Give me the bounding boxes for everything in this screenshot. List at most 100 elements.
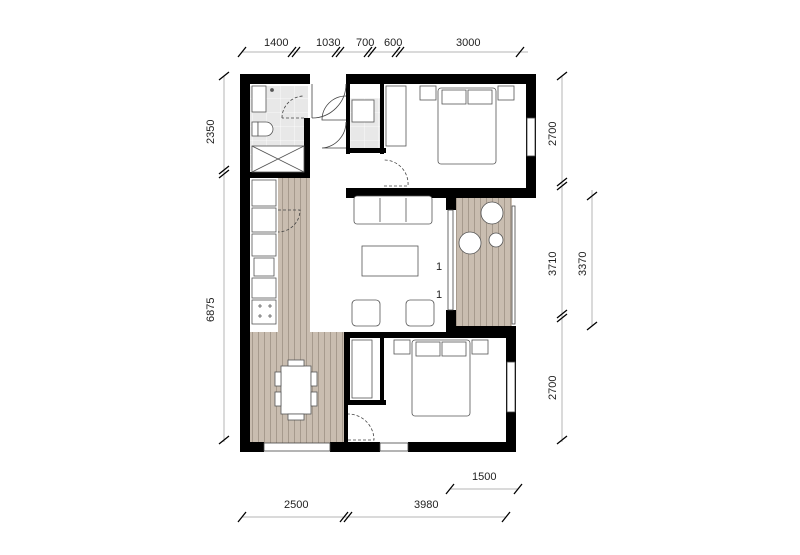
dim-top-1030: 1030 xyxy=(316,37,340,49)
dim-top-3000: 3000 xyxy=(456,37,480,49)
living-furniture xyxy=(351,195,435,327)
dining-chair xyxy=(287,413,305,421)
counter xyxy=(251,277,277,299)
dim-top-600: 600 xyxy=(384,37,402,49)
balcony-chair xyxy=(458,231,482,255)
nightstand xyxy=(497,85,515,101)
wall-living-right-bottom xyxy=(446,310,456,332)
fridge xyxy=(251,179,277,207)
armchair xyxy=(405,299,435,327)
dining-set xyxy=(274,359,318,421)
kitchen-fixtures xyxy=(251,179,277,325)
wall-laundry-bottom xyxy=(346,148,386,153)
washbasin xyxy=(251,85,267,113)
pillow xyxy=(441,341,467,357)
wall-closet1 xyxy=(380,84,384,154)
kitchen-sink xyxy=(253,257,275,277)
balcony-chair xyxy=(480,201,504,225)
dim-right-3370: 3370 xyxy=(577,252,589,276)
wall-bed1-bottom xyxy=(346,188,536,198)
coffee-table xyxy=(361,245,419,277)
armchair xyxy=(351,299,381,327)
balcony-rail xyxy=(511,205,516,325)
dining-chair xyxy=(287,359,305,367)
wall-left xyxy=(240,74,250,452)
bathroom-door[interactable] xyxy=(281,95,305,119)
wall-bottom-left xyxy=(240,442,264,452)
window-bed1 xyxy=(526,117,536,157)
pillow xyxy=(415,341,441,357)
balcony-side-table xyxy=(488,232,504,248)
toilet-tank xyxy=(251,121,259,137)
window-dining xyxy=(263,442,331,452)
dim-bottom-3980: 3980 xyxy=(414,499,438,511)
towel-hook xyxy=(270,88,274,92)
pillow xyxy=(441,89,467,105)
wall-top-bath xyxy=(240,74,310,84)
laundry-door[interactable] xyxy=(321,95,347,121)
dim-right-2700-top: 2700 xyxy=(547,122,559,146)
balcony-furniture xyxy=(458,201,504,255)
dining-table xyxy=(280,365,312,415)
windows xyxy=(263,117,536,452)
bedroom1-furniture xyxy=(385,85,515,165)
kitchen-cabinet-door xyxy=(277,209,301,233)
bedroom2-door[interactable] xyxy=(347,413,375,441)
doors xyxy=(277,83,409,441)
wardrobe xyxy=(351,339,373,399)
wall-bottom-right xyxy=(408,442,516,452)
toilet-bowl xyxy=(257,121,274,137)
nightstand xyxy=(419,85,437,101)
window-bed2 xyxy=(506,361,516,413)
dimension-ticks xyxy=(218,46,598,523)
dim-bottom-2500: 2500 xyxy=(284,499,308,511)
dim-top-700: 700 xyxy=(356,37,374,49)
kitchen-wood-floor xyxy=(278,178,310,334)
bedroom2-furniture xyxy=(351,339,489,417)
dim-top-1400: 1400 xyxy=(264,37,288,49)
dim-right-3710: 3710 xyxy=(547,252,559,276)
wall-bath-bottom xyxy=(240,172,310,178)
sofa xyxy=(353,195,433,225)
washing-machine xyxy=(351,99,375,123)
wall-top-bed1 xyxy=(346,74,536,84)
dimension-lines xyxy=(223,51,593,518)
wall-closet2 xyxy=(380,338,384,405)
cooktop-burners xyxy=(258,304,272,318)
bedroom1-door[interactable] xyxy=(383,159,409,187)
wardrobe xyxy=(385,85,407,147)
bathroom-fixtures xyxy=(251,85,305,173)
shower-drain-lines xyxy=(251,145,305,173)
wall-laundry-left xyxy=(346,74,350,154)
dim-bottom-1500: 1500 xyxy=(472,471,496,483)
dim-left-6875: 6875 xyxy=(205,298,217,322)
dining-chair xyxy=(274,371,282,387)
dishwasher xyxy=(251,233,277,257)
window-bed2-bottom xyxy=(379,442,409,452)
dining-chair xyxy=(274,391,282,407)
laundry-door-2[interactable] xyxy=(321,121,347,149)
annotation-2: 1 xyxy=(436,289,442,301)
wall-dining-right xyxy=(344,332,348,442)
bed xyxy=(437,87,497,165)
wall-bath-right xyxy=(304,118,310,178)
wall-balcony-bottom xyxy=(446,326,516,334)
wall-bed2-top xyxy=(346,332,516,338)
wall-bottom-mid xyxy=(330,442,380,452)
entrance-door[interactable] xyxy=(311,83,347,119)
cooktop xyxy=(251,299,277,325)
wall-living-right-top xyxy=(446,198,456,210)
dim-right-2700-bottom: 2700 xyxy=(547,376,559,400)
dining-chair xyxy=(310,391,318,407)
nightstand xyxy=(471,339,489,355)
pillow xyxy=(467,89,493,105)
dim-left-2350: 2350 xyxy=(205,120,217,144)
cabinet xyxy=(251,207,277,233)
wall-bed2-closet-bottom xyxy=(346,400,386,405)
dining-chair xyxy=(310,371,318,387)
bed xyxy=(411,339,471,417)
balcony-door xyxy=(447,209,454,311)
nightstand xyxy=(393,339,411,355)
annotation-1: 1 xyxy=(436,261,442,273)
